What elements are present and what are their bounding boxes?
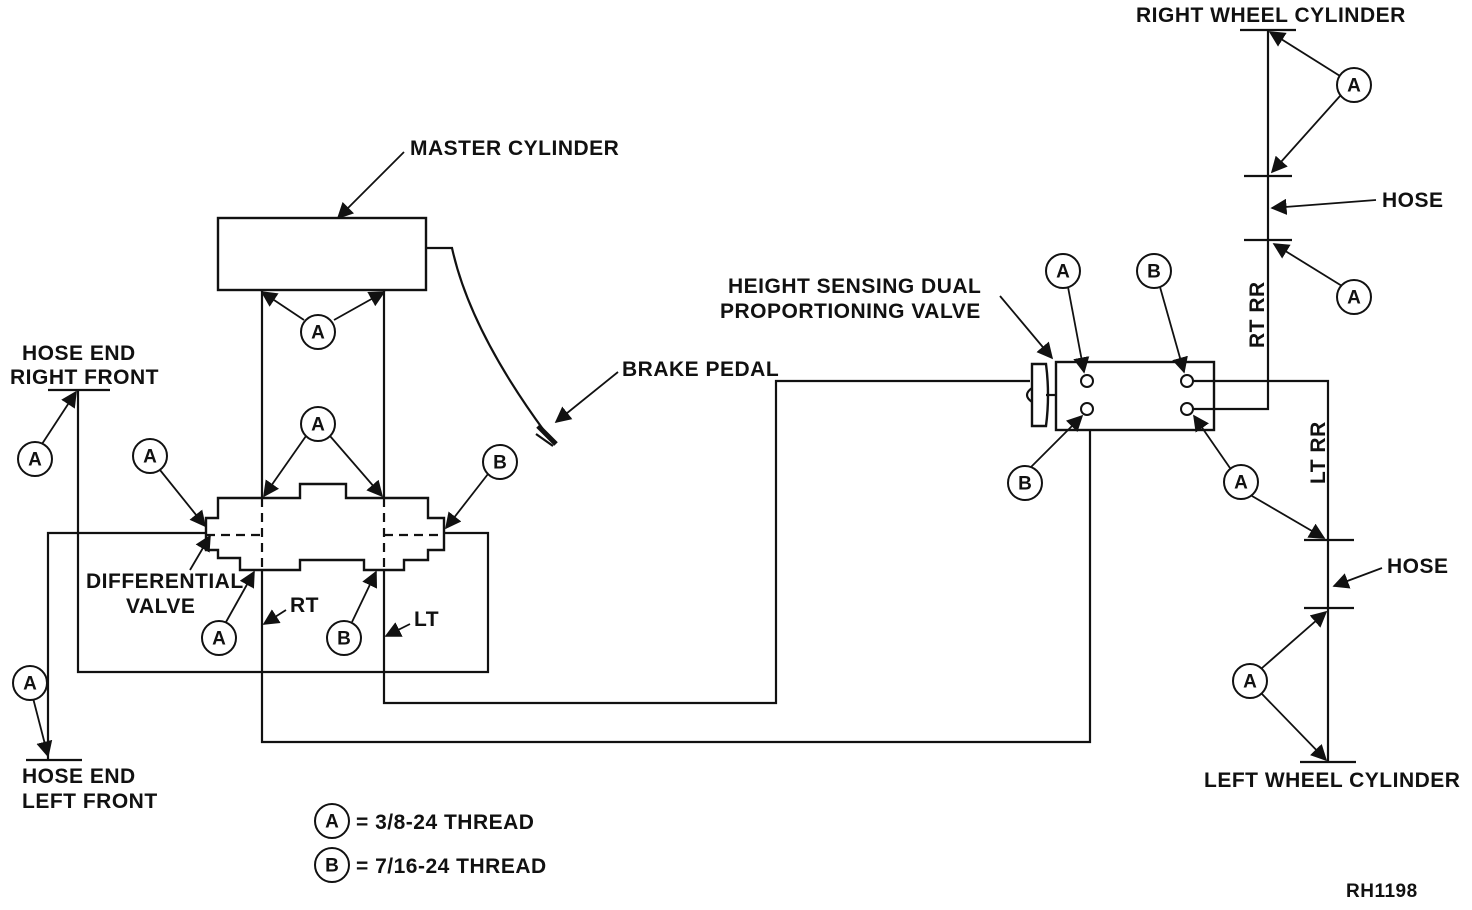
svg-text:A: A — [1234, 473, 1248, 494]
marker-a-valve-bottom: A — [1223, 464, 1259, 500]
svg-text:A: A — [1243, 672, 1257, 693]
marker-b-valve-top: B — [1136, 253, 1172, 289]
svg-text:A: A — [28, 450, 42, 471]
svg-text:A: A — [311, 415, 325, 436]
left-wheel-cylinder-label: LEFT WHEEL CYLINDER — [1204, 769, 1460, 792]
svg-text:A: A — [143, 447, 157, 468]
differential-valve-label-1: DIFFERENTIAL — [86, 570, 244, 593]
rt-label: RT — [290, 594, 319, 617]
svg-text:= 3/8-24 THREAD: = 3/8-24 THREAD — [356, 811, 534, 834]
master-cylinder-pushrod — [426, 246, 546, 433]
lt-label: LT — [414, 608, 439, 631]
valve-label-2: PROPORTIONING VALVE — [720, 300, 981, 323]
right-wheel-cylinder-label: RIGHT WHEEL CYLINDER — [1136, 4, 1406, 27]
svg-text:A: A — [23, 674, 37, 695]
line-right-front — [76, 390, 490, 674]
rt-rr-label: RT RR — [1246, 281, 1269, 348]
figure-id: RH1198 — [1346, 881, 1418, 902]
marker-b-valve-bottom: B — [1007, 465, 1043, 501]
hose-lower-label: HOSE — [1387, 555, 1449, 578]
marker-a-left-wheel: A — [1232, 663, 1268, 699]
marker-a-diff-left: A — [132, 438, 168, 474]
valve-label-1: HEIGHT SENSING DUAL — [728, 275, 981, 298]
marker-a-right-front: A — [17, 441, 53, 477]
marker-b-diff-right: B — [482, 444, 518, 480]
marker-b-diff-bottom: B — [326, 620, 362, 656]
svg-text:A: A — [212, 629, 226, 650]
master-cylinder — [216, 216, 428, 292]
marker-a-diff-inlets: A — [300, 406, 336, 442]
legend-item-a: A = 3/8-24 THREAD — [314, 803, 534, 839]
hose-end-lf-label-1: HOSE END — [22, 765, 136, 788]
proportioning-valve-body — [1054, 360, 1216, 432]
svg-text:B: B — [493, 453, 507, 474]
svg-text:B: B — [325, 856, 339, 877]
line-left-front — [46, 531, 206, 760]
svg-text:A: A — [325, 812, 339, 833]
line-lt-to-valve — [382, 379, 1030, 705]
svg-text:A: A — [1347, 288, 1361, 309]
differential-valve — [204, 482, 446, 572]
marker-a-rt-hose: A — [1336, 279, 1372, 315]
svg-text:A: A — [1056, 262, 1070, 283]
svg-text:B: B — [1147, 262, 1161, 283]
legend-item-b: B = 7/16-24 THREAD — [314, 847, 547, 883]
master-cylinder-label: MASTER CYLINDER — [410, 137, 619, 160]
valve-port-a-out — [1180, 402, 1194, 416]
marker-a-diff-bottom: A — [201, 620, 237, 656]
brake-pedal-label: BRAKE PEDAL — [622, 358, 779, 381]
valve-port-b-out — [1180, 374, 1194, 388]
hose-end-rf-label-2: RIGHT FRONT — [10, 366, 159, 389]
hose-end-lf-label-2: LEFT FRONT — [22, 790, 158, 813]
svg-text:B: B — [337, 629, 351, 650]
svg-text:A: A — [311, 323, 325, 344]
brake-pedal-leader — [554, 371, 619, 424]
marker-a-left-front: A — [12, 665, 48, 701]
differential-valve-label-2: VALVE — [126, 595, 195, 618]
line-lt-rr — [1193, 379, 1330, 540]
hose-end-rf-label-1: HOSE END — [22, 342, 136, 365]
lt-rr-label: LT RR — [1307, 421, 1330, 484]
marker-a-mc-outlets: A — [300, 314, 336, 350]
valve-port-a-in — [1080, 374, 1094, 388]
line-rt-to-valve — [260, 410, 1092, 744]
svg-text:B: B — [1018, 474, 1032, 495]
marker-a-valve-top: A — [1045, 253, 1081, 289]
hose-upper-label: HOSE — [1382, 189, 1444, 212]
svg-text:A: A — [1347, 76, 1361, 97]
valve-port-b-in — [1080, 402, 1094, 416]
master-cylinder-leader — [336, 151, 405, 220]
brake-pedal-pad — [535, 424, 558, 447]
marker-a-right-wheel: A — [1336, 67, 1372, 103]
proportioning-valve-sensor — [1030, 362, 1050, 428]
line-rt-rr — [1193, 240, 1270, 411]
svg-text:= 7/16-24 THREAD: = 7/16-24 THREAD — [356, 855, 547, 878]
